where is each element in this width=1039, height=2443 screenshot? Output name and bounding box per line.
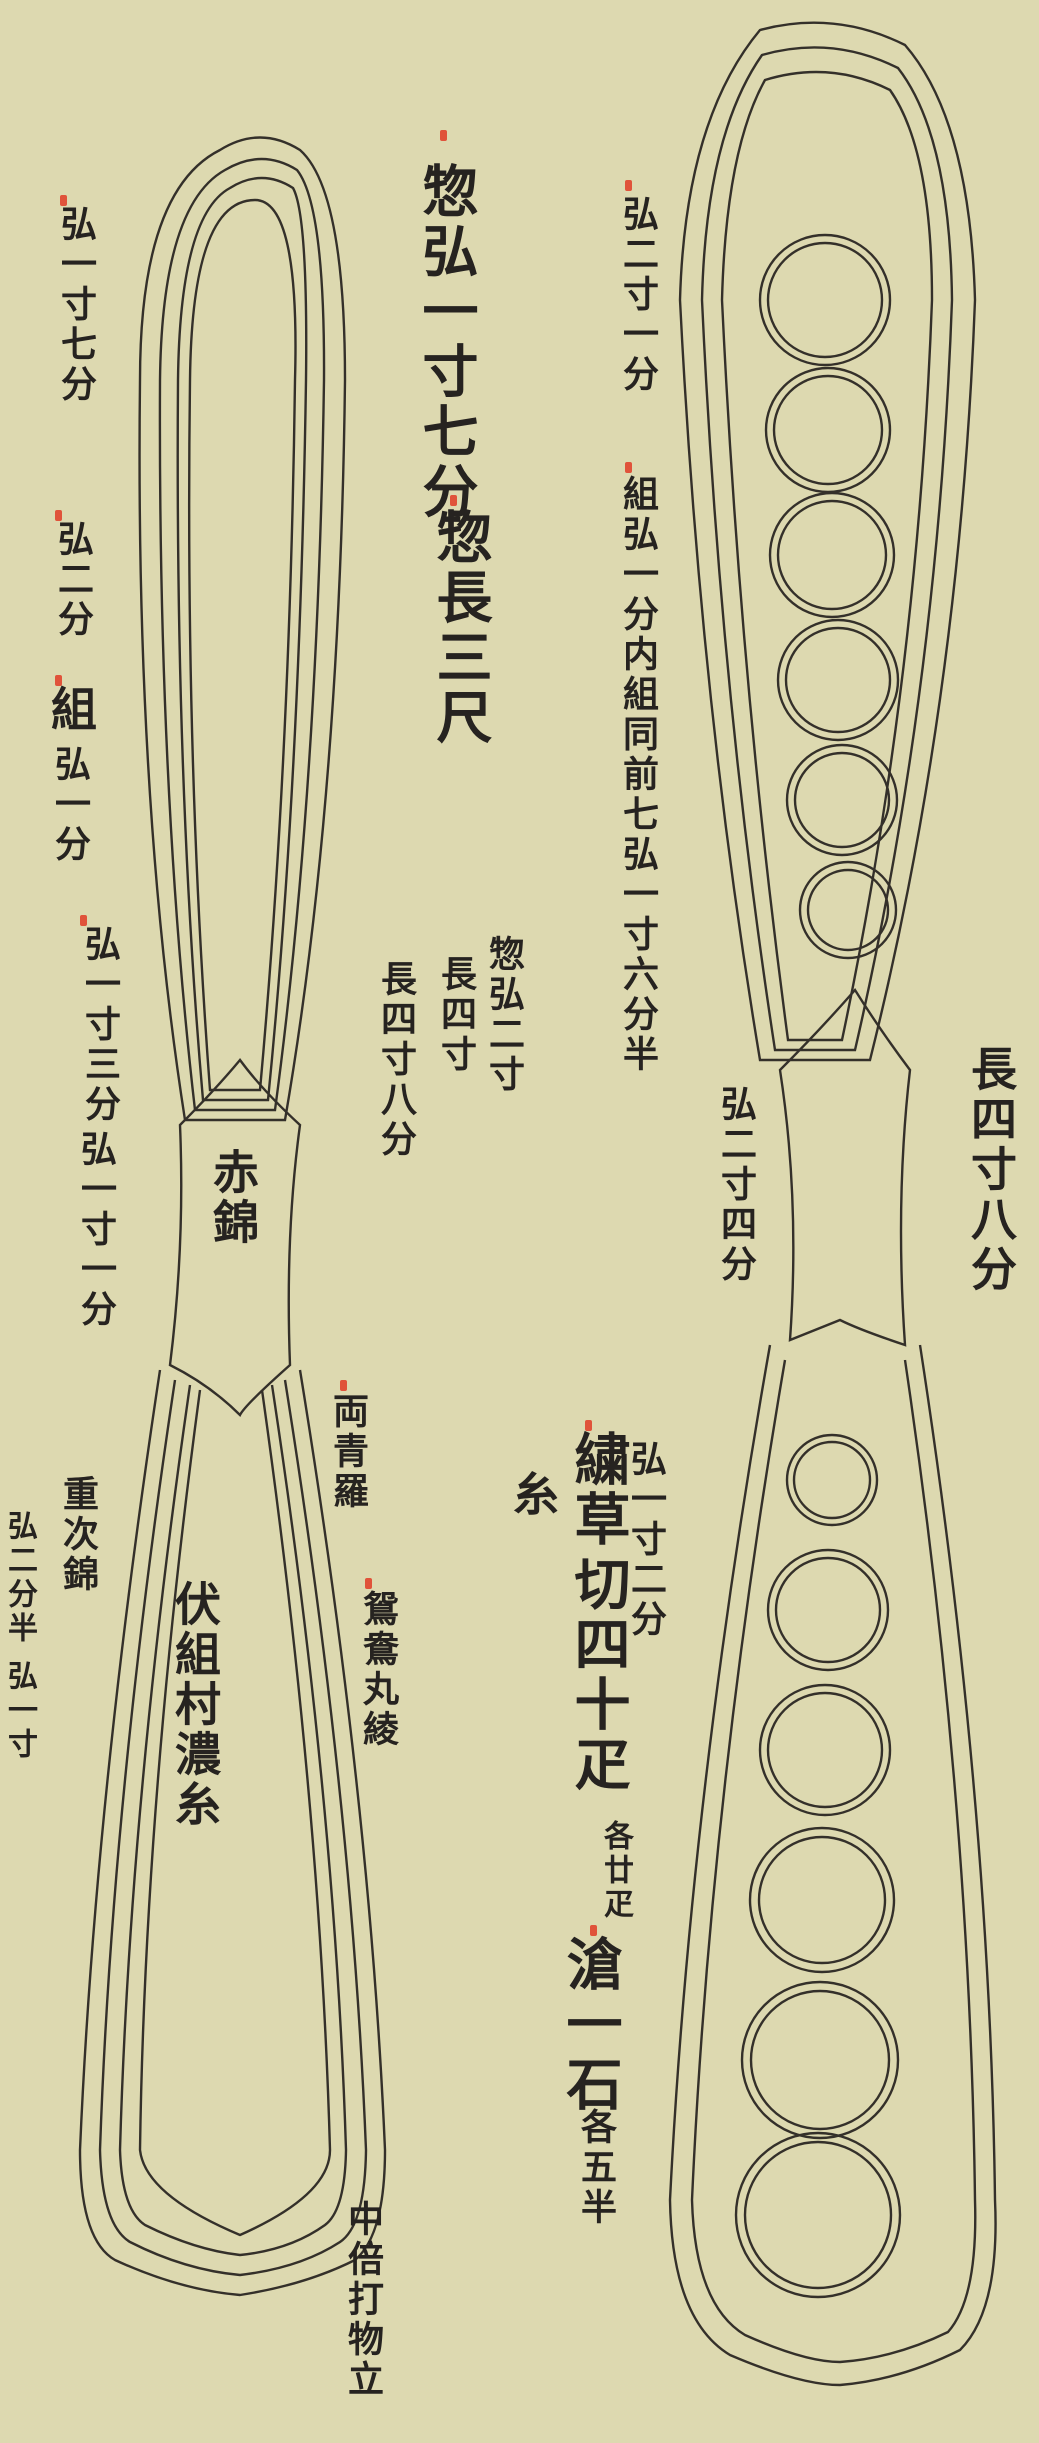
annotation-tick [625, 462, 632, 473]
label-edge-width-2: 弘一寸 [2, 1660, 37, 1762]
label-total-width: 惣弘一寸七分 [413, 162, 479, 522]
label-braid: 組 [44, 685, 98, 735]
annotation-tick [585, 1420, 592, 1431]
left-sheath-drawing [78, 136, 387, 2297]
annotation-tick [365, 1578, 372, 1589]
label-embroidery-note: 切四十疋 [565, 1555, 631, 1795]
label-edge-width: 弘二分半 [2, 1510, 37, 1646]
label-lower-width-a: 弘一寸三分 [79, 925, 121, 1125]
label-grip-length-a: 長四寸 [435, 955, 477, 1075]
annotation-tick [55, 675, 62, 686]
label-right-lower-width: 弘一寸二分 [625, 1440, 667, 1640]
label-grip-length-b: 長四寸八分 [375, 960, 417, 1160]
label-right-braid-note: 組弘一分内組同前七弘一寸六分半 [617, 475, 659, 1075]
annotation-tick [60, 195, 67, 206]
label-pattern: 鴛鴦丸綾 [357, 1590, 399, 1750]
label-right-waist-length: 長四寸八分 [964, 1045, 1018, 1295]
label-center-band: 赤錦 [206, 1148, 260, 1248]
right-sheath-drawing [668, 21, 997, 2387]
label-embroidery: 繍草 [565, 1430, 631, 1550]
annotation-tick [80, 915, 87, 926]
label-edge-fabric: 重次錦 [57, 1475, 99, 1595]
annotation-tick [340, 1380, 347, 1391]
label-outer-width: 弘一寸七分 [55, 205, 97, 405]
annotation-tick [590, 1925, 597, 1936]
annotation-tick [440, 130, 447, 141]
label-bottom-note: 中倍打物立 [342, 2200, 384, 2400]
label-thread: 糸 [506, 1470, 560, 1520]
annotation-tick [55, 510, 62, 521]
label-braid-width: 弘一分 [49, 745, 91, 865]
label-total-length: 惣長三尺 [427, 508, 493, 748]
label-right-fabric: 滄一石 [557, 1935, 623, 2115]
label-grip-total: 惣弘二寸 [483, 935, 525, 1095]
label-right-width: 弘二寸一分 [617, 195, 659, 395]
label-each-half: 各五半 [575, 2108, 617, 2228]
label-fabric: 両青羅 [327, 1392, 369, 1512]
label-band-width: 弘二分 [52, 520, 94, 640]
label-each-note: 各廿疋 [598, 1820, 633, 1922]
annotation-tick [625, 180, 632, 191]
label-right-waist-width: 弘二寸四分 [715, 1085, 757, 1285]
label-lower-width-b: 弘一寸一分 [75, 1130, 117, 1330]
label-inner-braid: 伏組村濃糸 [168, 1580, 222, 1830]
annotation-tick [450, 495, 457, 506]
